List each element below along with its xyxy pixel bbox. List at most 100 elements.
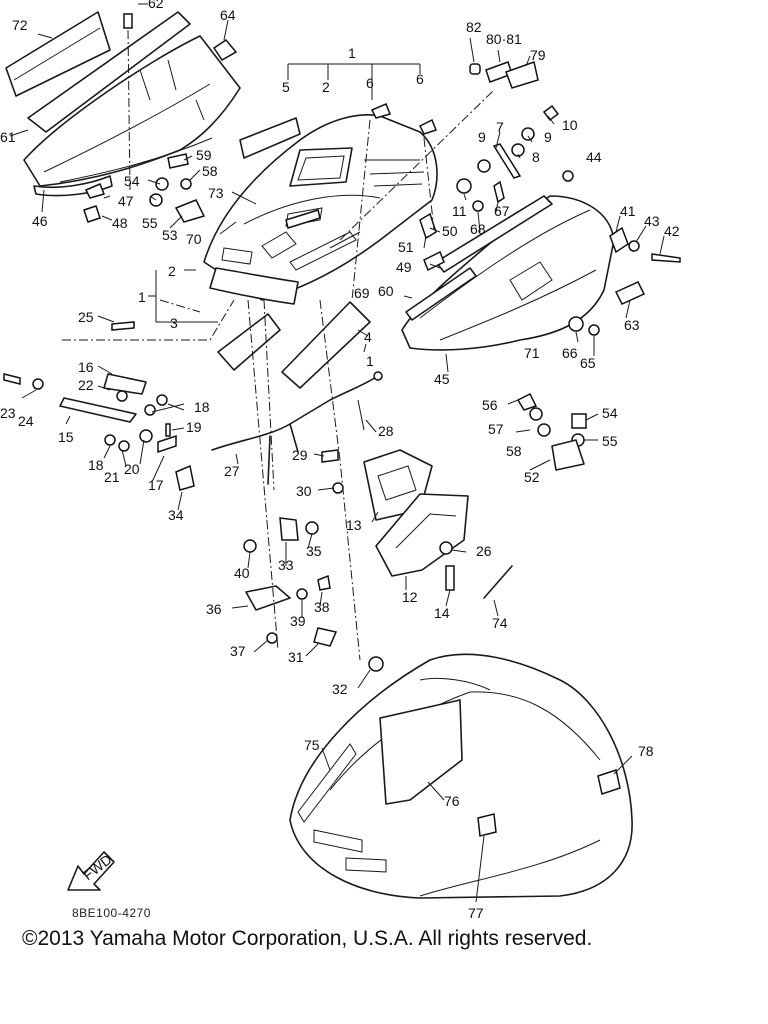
callout-18b: 18 bbox=[88, 457, 104, 473]
callout-61: 61 bbox=[0, 129, 16, 145]
callout-77: 77 bbox=[468, 905, 484, 921]
side-panel-part-45 bbox=[289, 195, 615, 351]
callout-75: 75 bbox=[304, 737, 320, 753]
callout-19: 19 bbox=[186, 419, 202, 435]
callout-58a: 58 bbox=[202, 163, 218, 179]
callout-54a: 54 bbox=[124, 173, 140, 189]
callout-82: 82 bbox=[466, 19, 482, 35]
callout-1b: 1 bbox=[138, 289, 146, 305]
lower-hull-part-76 bbox=[289, 653, 633, 899]
callout-45: 45 bbox=[434, 371, 450, 387]
callout-57: 57 bbox=[488, 421, 504, 437]
callout-1a: 1 bbox=[348, 45, 356, 61]
callout-6b: 6 bbox=[416, 71, 424, 87]
windshield-part-72 bbox=[5, 11, 111, 97]
callout-15: 15 bbox=[58, 429, 74, 445]
callout-22: 22 bbox=[78, 377, 94, 393]
callout-38: 38 bbox=[314, 599, 330, 615]
callout-14: 14 bbox=[434, 605, 450, 621]
callout-11: 11 bbox=[452, 203, 467, 219]
callout-13: 13 bbox=[346, 517, 362, 533]
callout-54b: 54 bbox=[602, 405, 618, 421]
callout-21: 21 bbox=[104, 469, 120, 485]
callout-35: 35 bbox=[306, 543, 322, 559]
callout-2b: 2 bbox=[168, 263, 176, 279]
callout-17: 17 bbox=[148, 477, 164, 493]
callout-51: 51 bbox=[398, 239, 414, 255]
callout-78: 78 bbox=[638, 743, 654, 759]
callout-67: 67 bbox=[494, 203, 510, 219]
callout-68: 68 bbox=[470, 221, 486, 237]
callout-31: 31 bbox=[288, 649, 304, 665]
callout-numbers: 72 62 64 61 46 47 48 54 55 53 59 58 73 7… bbox=[0, 0, 680, 921]
callout-5: 5 bbox=[282, 79, 290, 95]
callout-7: 7 bbox=[496, 119, 504, 135]
callout-16: 16 bbox=[78, 359, 94, 375]
small-hardware bbox=[3, 13, 681, 672]
callout-71: 71 bbox=[524, 345, 540, 361]
callout-37: 37 bbox=[230, 643, 246, 659]
callout-62: 62 bbox=[148, 0, 164, 11]
callout-39: 39 bbox=[290, 613, 306, 629]
callout-30: 30 bbox=[296, 483, 312, 499]
callout-65: 65 bbox=[580, 355, 596, 371]
drawing-code: 8BE100-4270 bbox=[72, 906, 151, 920]
callout-41: 41 bbox=[620, 203, 636, 219]
callout-63: 63 bbox=[624, 317, 640, 333]
callout-72: 72 bbox=[12, 17, 28, 33]
callout-27: 27 bbox=[224, 463, 240, 479]
callout-53: 53 bbox=[162, 227, 178, 243]
callout-55b: 55 bbox=[602, 433, 618, 449]
callout-74: 74 bbox=[492, 615, 508, 631]
callout-36: 36 bbox=[206, 601, 222, 617]
callout-34: 34 bbox=[168, 507, 184, 523]
callout-18a: 18 bbox=[194, 399, 210, 415]
callout-9a: 9 bbox=[478, 129, 486, 145]
callout-1c: 1 bbox=[366, 353, 374, 369]
callout-55a: 55 bbox=[142, 215, 158, 231]
callout-48: 48 bbox=[112, 215, 128, 231]
callout-20: 20 bbox=[124, 461, 140, 477]
callout-70: 70 bbox=[186, 231, 202, 247]
callout-59: 59 bbox=[196, 147, 212, 163]
assembly-lines bbox=[62, 29, 495, 661]
callout-4: 4 bbox=[364, 329, 372, 345]
callout-6a: 6 bbox=[366, 75, 374, 91]
callout-52: 52 bbox=[524, 469, 540, 485]
callout-3: 3 bbox=[170, 315, 178, 331]
leader-lines bbox=[9, 3, 665, 903]
callout-10: 10 bbox=[562, 117, 578, 133]
callout-42: 42 bbox=[664, 223, 680, 239]
callout-25: 25 bbox=[78, 309, 94, 325]
callout-8: 8 bbox=[532, 149, 540, 165]
callout-56: 56 bbox=[482, 397, 498, 413]
callout-24: 24 bbox=[18, 413, 34, 429]
callout-12: 12 bbox=[402, 589, 418, 605]
callout-26: 26 bbox=[476, 543, 492, 559]
callout-79: 79 bbox=[530, 47, 546, 63]
callout-43: 43 bbox=[644, 213, 660, 229]
callout-46: 46 bbox=[32, 213, 48, 229]
callout-60: 60 bbox=[378, 283, 394, 299]
callout-32: 32 bbox=[332, 681, 348, 697]
callout-58b: 58 bbox=[506, 443, 522, 459]
callout-49: 49 bbox=[396, 259, 412, 275]
callout-50: 50 bbox=[442, 223, 458, 239]
lower-panel-part-3 bbox=[217, 103, 437, 389]
callout-44: 44 bbox=[586, 149, 602, 165]
callout-76: 76 bbox=[444, 793, 460, 809]
callout-8081: 80·81 bbox=[486, 31, 522, 47]
callout-66: 66 bbox=[562, 345, 578, 361]
callout-33: 33 bbox=[278, 557, 294, 573]
callout-2a: 2 bbox=[322, 79, 330, 95]
upper-hood-part-2 bbox=[203, 114, 438, 305]
fwd-arrow-icon: FWD bbox=[67, 851, 115, 891]
copyright-notice: ©2013 Yamaha Motor Corporation, U.S.A. A… bbox=[22, 927, 593, 950]
callout-40: 40 bbox=[234, 565, 250, 581]
callout-29: 29 bbox=[292, 447, 308, 463]
callout-23: 23 bbox=[0, 405, 16, 421]
callout-9b: 9 bbox=[544, 129, 552, 145]
callout-28: 28 bbox=[378, 423, 394, 439]
callout-73: 73 bbox=[208, 185, 224, 201]
